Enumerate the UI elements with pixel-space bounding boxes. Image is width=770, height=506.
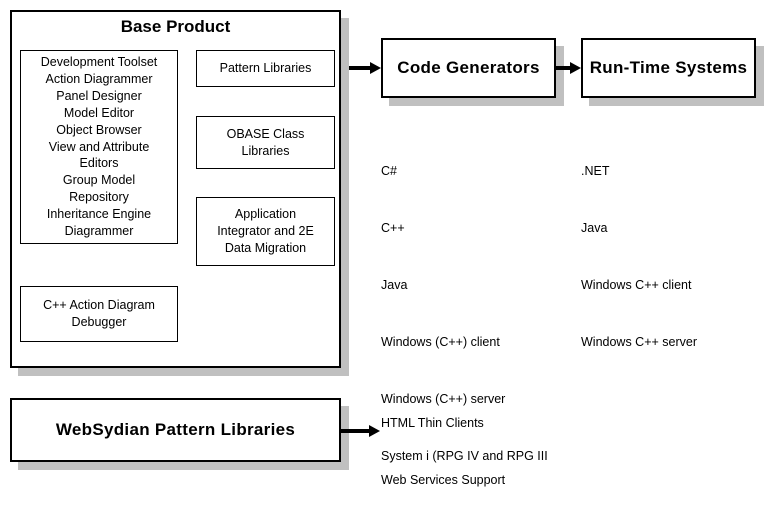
websydian-title: WebSydian Pattern Libraries bbox=[55, 419, 296, 439]
debugger-line: C++ Action Diagram bbox=[43, 298, 155, 313]
toolset-line: Object Browser bbox=[56, 122, 142, 137]
arrow-code-generators-to-run-time-systems bbox=[556, 62, 581, 74]
websydian-feature-item: HTML Thin Clients bbox=[381, 416, 484, 430]
arrow-head bbox=[370, 62, 381, 74]
pattern-libraries-line: Pattern Libraries bbox=[219, 61, 312, 76]
code-generator-item: Windows (C++) server bbox=[381, 392, 506, 406]
toolset-line: Editors bbox=[79, 156, 119, 171]
arrow-shaft bbox=[341, 429, 371, 433]
obase-line: Libraries bbox=[241, 143, 290, 158]
pattern-libraries-box[interactable]: Pattern Libraries bbox=[196, 50, 335, 87]
application-integrator-box[interactable]: Application Integrator and 2E Data Migra… bbox=[196, 197, 335, 266]
obase-class-libraries-box[interactable]: OBASE Class Libraries bbox=[196, 116, 335, 169]
cpp-action-diagram-debugger-box[interactable]: C++ Action Diagram Debugger bbox=[20, 286, 178, 342]
run-time-systems-box[interactable]: Run-Time Systems bbox=[581, 38, 756, 98]
code-generator-item: C++ bbox=[381, 221, 405, 235]
websydian-pattern-libraries-box[interactable]: WebSydian Pattern Libraries bbox=[10, 398, 341, 462]
toolset-line: Action Diagrammer bbox=[45, 72, 153, 87]
arrow-websydian-to-features bbox=[341, 425, 381, 437]
code-generator-item: C# bbox=[381, 164, 397, 178]
toolset-line: Diagrammer bbox=[64, 223, 134, 238]
toolset-line: Model Editor bbox=[63, 105, 135, 120]
arrow-shaft bbox=[349, 66, 371, 70]
arrow-shaft bbox=[556, 66, 572, 70]
toolset-line: View and Attribute bbox=[48, 139, 150, 154]
arrow-head bbox=[570, 62, 581, 74]
arrow-head bbox=[369, 425, 380, 437]
code-generators-title: Code Generators bbox=[397, 57, 540, 77]
application-integrator-line: Data Migration bbox=[224, 240, 307, 255]
run-time-item: .NET bbox=[581, 164, 610, 178]
run-time-item: Java bbox=[581, 221, 608, 235]
websydian-feature-item: Web Services Support bbox=[381, 473, 506, 487]
toolset-line: Group Model bbox=[62, 173, 136, 188]
toolset-line: Repository bbox=[69, 190, 129, 205]
application-integrator-line: Application bbox=[234, 207, 297, 222]
code-generator-item: System i (RPG IV and RPG III bbox=[381, 449, 548, 463]
toolset-line: Development Toolset bbox=[40, 55, 158, 70]
application-integrator-line: Integrator and 2E bbox=[217, 224, 314, 239]
run-time-systems-title: Run-Time Systems bbox=[589, 57, 748, 77]
toolset-line: Panel Designer bbox=[56, 88, 142, 103]
base-product-title: Base Product bbox=[120, 17, 231, 36]
arrow-base-product-to-code-generators bbox=[349, 62, 381, 74]
code-generators-list: C# C++ Java Windows (C++) client Windows… bbox=[381, 124, 581, 506]
code-generators-box[interactable]: Code Generators bbox=[381, 38, 556, 98]
toolset-line: Inheritance Engine bbox=[46, 207, 152, 222]
run-time-item: Windows C++ server bbox=[581, 335, 698, 349]
run-time-item: Windows C++ client bbox=[581, 278, 692, 292]
debugger-line: Debugger bbox=[71, 315, 127, 329]
websydian-features-list: HTML Thin Clients Web Services Support X… bbox=[381, 376, 591, 506]
run-time-systems-list: .NET Java Windows C++ client Windows C++… bbox=[581, 124, 766, 390]
code-generator-item: Windows (C++) client bbox=[381, 335, 500, 349]
development-toolset-box[interactable]: Development Toolset Action Diagrammer Pa… bbox=[20, 50, 178, 244]
code-generator-item: Java bbox=[381, 278, 408, 292]
obase-line: OBASE Class bbox=[226, 126, 305, 141]
